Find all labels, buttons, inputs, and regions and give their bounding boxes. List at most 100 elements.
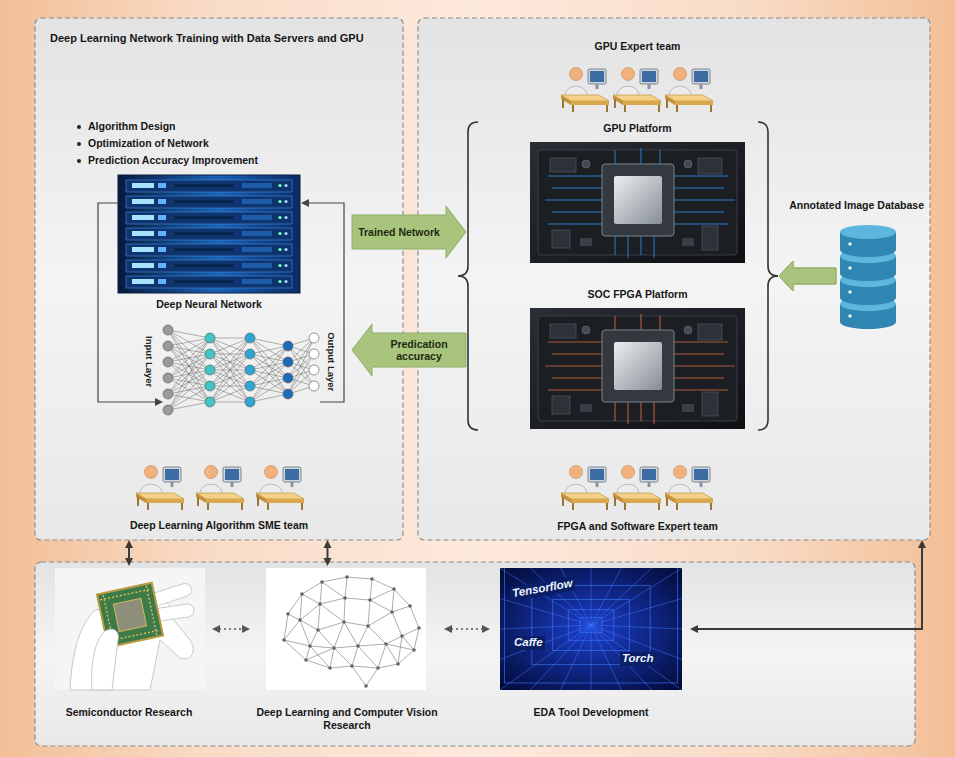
neuron <box>163 405 173 415</box>
grid-line <box>500 568 591 625</box>
fpga-board-image <box>530 308 745 429</box>
brain-link <box>352 666 378 668</box>
database-caption: Annotated Image Database <box>789 199 924 212</box>
network-link <box>168 330 210 370</box>
brain-link <box>347 577 372 579</box>
brain-link <box>334 646 358 648</box>
arrowhead <box>444 625 490 633</box>
neuron <box>163 373 173 383</box>
brain-link <box>392 606 410 612</box>
neuron <box>283 389 293 399</box>
eda-image <box>500 568 682 690</box>
gpu-board-image <box>545 148 735 258</box>
brain-link <box>352 666 366 686</box>
fpga-board-image <box>545 314 735 424</box>
people-icon <box>665 68 713 113</box>
framework-name: Tensorflow <box>509 576 575 601</box>
bracket <box>758 276 778 430</box>
brain-link <box>320 604 344 622</box>
people-icon <box>136 466 184 511</box>
block-arrow <box>352 324 466 376</box>
network-link <box>210 338 250 339</box>
brain-link <box>320 598 345 604</box>
arrowhead <box>324 540 332 566</box>
brain-node <box>368 598 372 602</box>
arrow-label: Trained Network <box>354 226 444 238</box>
grid-line <box>561 568 591 625</box>
brain-node <box>390 610 394 614</box>
connector <box>352 206 466 258</box>
brain-link <box>302 594 320 604</box>
brain-node <box>345 575 349 579</box>
brain-link <box>302 582 322 594</box>
team-caption: GPU Expert team <box>530 40 745 53</box>
brain-node <box>343 596 347 600</box>
brain-link <box>330 666 352 668</box>
people-icon <box>613 68 661 113</box>
brain-link <box>300 620 310 646</box>
connector <box>444 625 490 633</box>
network-link <box>168 330 210 338</box>
network-link <box>168 370 210 410</box>
framework-name: Caffe <box>512 636 545 650</box>
grid-line <box>591 568 682 625</box>
server-image <box>118 175 300 293</box>
connector-line <box>128 547 130 559</box>
brain-link <box>344 598 345 622</box>
brain-image <box>266 568 426 690</box>
brain-node <box>392 587 396 591</box>
brain-link <box>284 640 306 660</box>
brain-link <box>318 622 344 630</box>
network-link <box>168 338 210 394</box>
network-link <box>250 346 288 402</box>
platform-box: SOC FPGA Platform <box>530 288 745 430</box>
brain-node <box>400 634 404 638</box>
brain-node <box>412 648 416 652</box>
connector <box>125 540 133 566</box>
brain-link <box>322 577 347 582</box>
bullet-dot <box>77 125 81 129</box>
brain-link <box>358 644 386 646</box>
team-caption: Deep Learning Algorithm SME team <box>35 519 403 532</box>
platform-caption: GPU Platform <box>530 122 745 135</box>
connector <box>352 324 466 376</box>
brain-node <box>366 624 370 628</box>
panel-heading: Deep Learning Network Training with Data… <box>50 32 364 45</box>
network-link <box>210 338 250 370</box>
network-link <box>210 338 250 370</box>
neuron <box>205 365 215 375</box>
neural-network <box>163 325 319 415</box>
network-link <box>210 338 250 386</box>
brain-node <box>332 646 336 650</box>
brain-node <box>350 664 354 668</box>
grid-line <box>591 625 592 690</box>
brain-node <box>356 644 360 648</box>
network-caption: Deep Neural Network <box>118 298 300 311</box>
network-link <box>210 402 250 403</box>
network-link <box>168 338 210 362</box>
arrowhead <box>690 540 926 633</box>
brain-node <box>318 602 322 606</box>
bullet-text: Optimization of Network <box>88 137 209 150</box>
brain-link <box>320 582 322 604</box>
neuron <box>283 341 293 351</box>
brain-link <box>288 614 300 620</box>
brain-node <box>320 580 324 584</box>
eda-image <box>500 568 682 690</box>
brain-link <box>368 626 386 644</box>
brain-link <box>358 646 378 668</box>
network-link <box>168 354 210 410</box>
network-link <box>210 370 250 402</box>
brain-link <box>306 646 310 660</box>
network-link <box>210 338 250 354</box>
brain-node <box>384 642 388 646</box>
arrowhead <box>212 625 250 633</box>
brain-link <box>318 604 320 630</box>
brain-link <box>344 622 358 646</box>
research-item: Deep Learning and Computer Vision Resear… <box>252 566 442 734</box>
block-arrow <box>779 261 836 291</box>
brain-node <box>286 612 290 616</box>
brain-node <box>304 658 308 662</box>
network-link <box>210 338 250 354</box>
